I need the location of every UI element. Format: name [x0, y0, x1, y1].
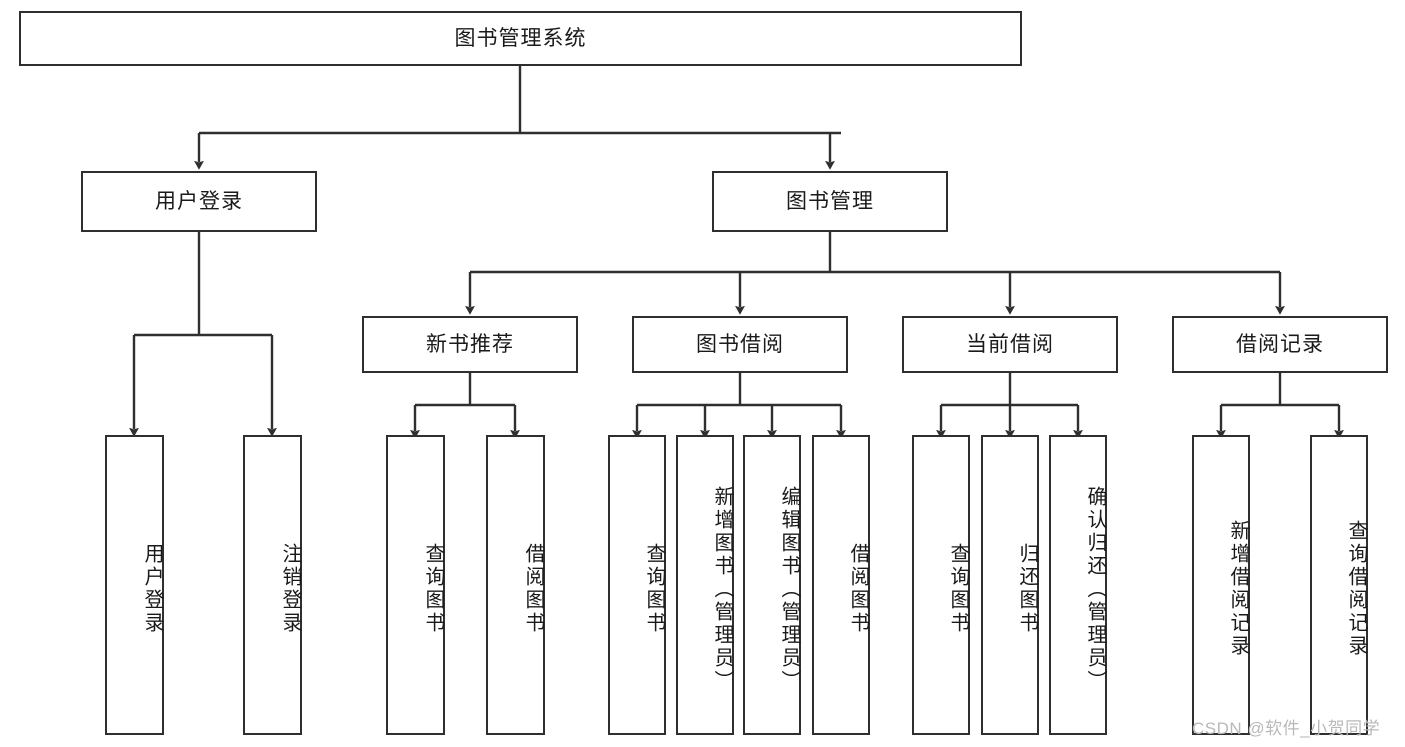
node-label: 查询图书	[643, 543, 665, 635]
leaf-book-borrow-edit[interactable]: 编辑图书（管理员）	[743, 435, 801, 735]
node-label: 确认归还（管理员）	[1084, 485, 1106, 693]
leaf-book-borrow-query[interactable]: 查询图书	[608, 435, 666, 735]
node-label: 查询借阅记录	[1345, 520, 1367, 658]
leaf-current-borrow-return[interactable]: 归还图书	[981, 435, 1039, 735]
node-label: 查询图书	[947, 543, 969, 635]
node-user-login[interactable]: 用户登录	[81, 171, 317, 232]
node-book-management[interactable]: 图书管理	[712, 171, 948, 232]
leaf-book-borrow-borrow[interactable]: 借阅图书	[812, 435, 870, 735]
node-label: 新增图书（管理员）	[711, 485, 733, 693]
node-label: 查询图书	[422, 543, 444, 635]
node-label: 当前借阅	[966, 332, 1054, 356]
node-label: 借阅图书	[522, 543, 544, 635]
node-label: 图书管理系统	[454, 26, 587, 50]
node-label: 新书推荐	[426, 332, 514, 356]
leaf-new-book-query[interactable]: 查询图书	[386, 435, 445, 735]
node-book-borrow[interactable]: 图书借阅	[632, 316, 848, 373]
leaf-current-borrow-confirm-return[interactable]: 确认归还（管理员）	[1049, 435, 1107, 735]
leaf-user-login-login[interactable]: 用户登录	[105, 435, 164, 735]
node-root-book-management-system[interactable]: 图书管理系统	[19, 11, 1022, 66]
node-label: 借阅记录	[1236, 332, 1324, 356]
node-label: 用户登录	[155, 189, 243, 213]
node-label: 新增借阅记录	[1227, 520, 1249, 658]
node-current-borrow[interactable]: 当前借阅	[902, 316, 1118, 373]
leaf-new-book-borrow[interactable]: 借阅图书	[486, 435, 545, 735]
node-label: 注销登录	[279, 543, 301, 635]
node-label: 编辑图书（管理员）	[778, 485, 800, 693]
node-new-book-recommend[interactable]: 新书推荐	[362, 316, 578, 373]
node-label: 图书借阅	[696, 332, 784, 356]
node-label: 归还图书	[1016, 543, 1038, 635]
node-label: 图书管理	[786, 189, 874, 213]
leaf-book-borrow-add[interactable]: 新增图书（管理员）	[676, 435, 734, 735]
node-borrow-records[interactable]: 借阅记录	[1172, 316, 1388, 373]
node-label: 用户登录	[141, 543, 163, 635]
node-label: 借阅图书	[847, 543, 869, 635]
leaf-borrow-records-add[interactable]: 新增借阅记录	[1192, 435, 1250, 735]
leaf-borrow-records-query[interactable]: 查询借阅记录	[1310, 435, 1368, 735]
leaf-current-borrow-query[interactable]: 查询图书	[912, 435, 970, 735]
leaf-user-login-logout[interactable]: 注销登录	[243, 435, 302, 735]
